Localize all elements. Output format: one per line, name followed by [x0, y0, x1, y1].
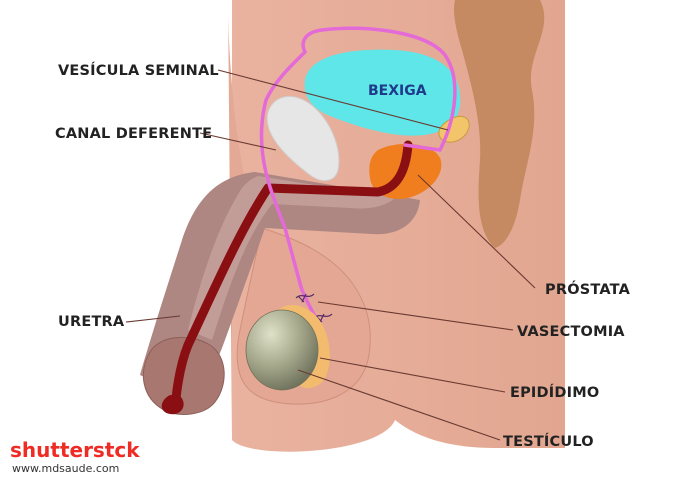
vas-deferens	[259, 26, 457, 342]
label-bexiga: BEXIGA	[368, 83, 427, 99]
label-uretra: URETRA	[58, 314, 125, 330]
label-canal-deferente: CANAL DEFERENTE	[55, 126, 212, 142]
testis	[245, 309, 319, 391]
leader-prostata	[417, 174, 536, 289]
pubic-bone	[266, 96, 340, 182]
leader-vasectomia	[317, 301, 514, 331]
svg-text:shutterstck: shutterstck	[10, 438, 140, 462]
label-testiculo: TESTÍCULO	[503, 433, 594, 450]
label-prostata: PRÓSTATA	[545, 280, 631, 298]
label-epididimo: EPIDÍDIMO	[510, 384, 599, 401]
leader-vesicula	[217, 69, 449, 131]
shutterstock-watermark: shutterstck www.mdsaude.com	[10, 438, 140, 475]
leader-testiculo	[297, 369, 501, 441]
watermark-url: www.mdsaude.com	[12, 462, 119, 475]
leader-epididimo	[319, 357, 506, 393]
label-vasectomia: VASECTOMIA	[517, 324, 625, 340]
watermark-brand-a: shutterst	[10, 438, 115, 462]
bladder	[304, 49, 461, 136]
watermark-brand-b: ck	[114, 438, 140, 462]
corpus-highlight	[188, 176, 395, 340]
vas-deferens-upper	[403, 143, 442, 152]
leader-uretra	[125, 315, 181, 323]
rectum	[453, 0, 545, 248]
urethral-meatus	[161, 395, 184, 415]
leader-canal	[199, 132, 277, 151]
label-vesicula-seminal: VESÍCULA SEMINAL	[58, 62, 219, 79]
pelvic-wall	[228, 0, 250, 440]
epididymis	[278, 304, 330, 389]
urethra	[171, 140, 413, 403]
